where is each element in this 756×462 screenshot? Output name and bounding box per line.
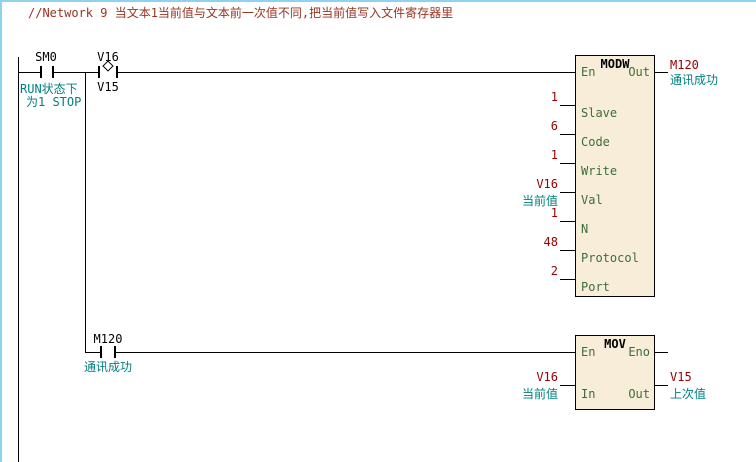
contact-sm0-bar-left[interactable] — [40, 66, 42, 78]
wire-modw-pin-code — [560, 134, 575, 135]
wire-rung2-b — [116, 352, 575, 353]
contact-m120-note: 通讯成功 — [84, 360, 133, 374]
contact-m120-bar-left[interactable] — [100, 346, 102, 358]
mov-pin-en: En — [581, 345, 596, 359]
contact-compare-bar-left[interactable] — [98, 66, 100, 78]
wire-mov-in — [560, 385, 575, 386]
modw-pin-out: Out — [628, 65, 650, 79]
wire-rung2-a — [85, 352, 100, 353]
mov-block[interactable] — [575, 335, 655, 410]
contact-compare-operand-bottom[interactable]: V15 — [97, 80, 119, 94]
mov-out-note: 上次值 — [670, 387, 707, 401]
mov-pin-out-label: Out — [628, 387, 650, 401]
modw-block[interactable] — [575, 55, 655, 297]
mov-in-note: 当前值 — [521, 387, 558, 401]
mov-in-value[interactable]: V16 — [536, 370, 558, 384]
modw-pin-write-label: Write — [581, 164, 618, 178]
window-border-top — [0, 0, 756, 2]
wire-mov-eno — [655, 352, 668, 353]
wire-modw-out — [655, 72, 668, 73]
contact-m120-operand[interactable]: M120 — [93, 332, 123, 346]
modw-value-code[interactable]: 6 — [550, 119, 558, 133]
wire-modw-pin-port — [560, 279, 575, 280]
wire-modw-pin-protocol — [560, 250, 575, 251]
window-border-left — [0, 0, 2, 462]
wire-modw-pin-n — [560, 221, 575, 222]
modw-value-slave[interactable]: 1 — [550, 90, 558, 104]
wire-rung1-a — [19, 72, 40, 73]
mov-pin-eno: Eno — [628, 345, 650, 359]
wire-rung1-b — [54, 72, 98, 73]
modw-value-n[interactable]: 1 — [550, 206, 558, 220]
modw-title: MODW — [600, 57, 630, 71]
modw-pin-slave-label: Slave — [581, 106, 618, 120]
contact-sm0-note-line1: RUN状态下 — [20, 82, 78, 96]
modw-value-val-note: 当前值 — [521, 194, 558, 208]
wire-mov-out — [655, 385, 668, 386]
wire-branch-down — [85, 72, 86, 353]
modw-value-val[interactable]: V16 — [536, 177, 558, 191]
contact-m120-bar-right[interactable] — [114, 346, 116, 358]
modw-out-note: 通讯成功 — [670, 73, 719, 87]
contact-sm0-note-line2: 为1 STOP — [26, 95, 82, 109]
mov-pin-in-label: In — [581, 387, 596, 401]
contact-sm0-operand[interactable]: SM0 — [35, 50, 57, 64]
modw-pin-protocol-label: Protocol — [581, 251, 639, 265]
network-comment[interactable]: //Network 9 当文本1当前值与文本前一次值不同,把当前值写入文件寄存器… — [28, 6, 454, 20]
contact-compare-operand-top[interactable]: V16 — [97, 50, 119, 64]
wire-modw-pin-write — [560, 163, 575, 164]
modw-out-operand[interactable]: M120 — [670, 58, 699, 72]
modw-pin-val-label: Val — [581, 193, 603, 207]
contact-compare-bar-right[interactable] — [116, 66, 118, 78]
wire-modw-pin-val — [560, 192, 575, 193]
modw-value-port[interactable]: 2 — [550, 264, 558, 278]
modw-value-protocol[interactable]: 48 — [543, 235, 558, 249]
mov-title: MOV — [604, 337, 626, 351]
modw-pin-n-label: N — [581, 222, 589, 236]
modw-pin-code-label: Code — [581, 135, 610, 149]
modw-pin-port-label: Port — [581, 280, 610, 294]
modw-value-write[interactable]: 1 — [550, 148, 558, 162]
power-rail — [18, 57, 19, 462]
wire-modw-pin-slave — [560, 105, 575, 106]
mov-out-value[interactable]: V15 — [670, 370, 692, 384]
wire-rung1-c — [118, 72, 575, 73]
contact-sm0-bar-right[interactable] — [52, 66, 54, 78]
modw-pin-en: En — [581, 65, 596, 79]
